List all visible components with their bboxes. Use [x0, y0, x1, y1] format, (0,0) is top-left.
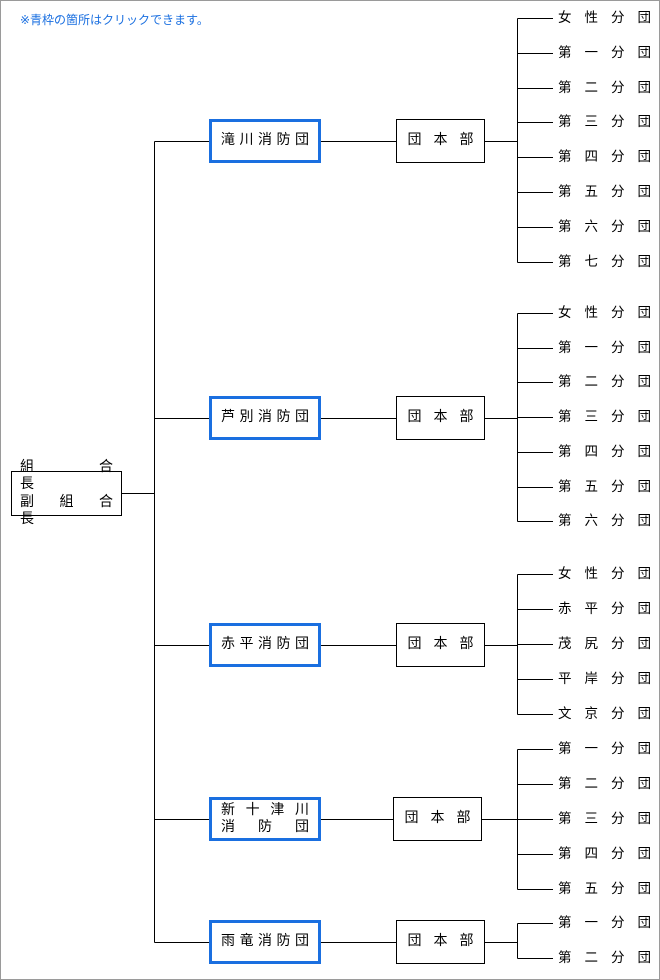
unit-label: 第六分団 — [558, 218, 651, 235]
unit-label: 第一分団 — [558, 44, 651, 61]
corps-name: 雨竜消防団 — [221, 933, 309, 950]
corps-box-0[interactable]: 滝川消防団 — [209, 119, 321, 163]
unit-label: 第一分団 — [558, 915, 651, 931]
unit-label: 第三分団 — [558, 811, 651, 827]
chief-box: 組 合 長 副 組 合 長 — [11, 459, 141, 527]
unit-label: 第五分団 — [558, 478, 651, 495]
corps-box-1[interactable]: 芦別消防団 — [209, 396, 321, 440]
unit-label: 第二分団 — [558, 79, 651, 96]
unit-label: 第三分団 — [558, 409, 651, 426]
unit-label: 第一分団 — [558, 741, 651, 757]
hq-box-0: 団本部 — [396, 119, 485, 163]
hq-label: 団本部 — [407, 409, 474, 426]
corps-box-4[interactable]: 雨竜消防団 — [209, 920, 321, 964]
corps-name: 赤平消防団 — [221, 636, 309, 653]
unit-label: 赤平分団 — [558, 601, 651, 617]
corps-name-line2: 消防団 — [221, 819, 309, 835]
unit-label: 第五分団 — [558, 881, 651, 897]
corps-name: 滝川消防団 — [221, 132, 309, 149]
corps-box-3[interactable]: 新十津川消防団 — [209, 797, 321, 841]
hq-label: 団本部 — [407, 132, 474, 149]
unit-label: 第四分団 — [558, 846, 651, 862]
corps-name: 芦別消防団 — [221, 409, 309, 426]
unit-label: 第二分団 — [558, 950, 651, 966]
hq-label: 団本部 — [404, 810, 471, 827]
unit-label: 第二分団 — [558, 776, 651, 792]
unit-label: 女性分団 — [558, 305, 651, 321]
hq-label: 団本部 — [407, 933, 474, 950]
unit-label: 女性分団 — [558, 566, 651, 582]
unit-label: 第六分団 — [558, 513, 651, 530]
unit-label: 第四分団 — [558, 443, 651, 460]
unit-label: 第七分団 — [558, 253, 651, 270]
corps-box-2[interactable]: 赤平消防団 — [209, 623, 321, 667]
hq-box-4: 団本部 — [396, 920, 485, 964]
unit-label: 茂尻分団 — [558, 636, 651, 652]
unit-label: 女性分団 — [558, 10, 651, 26]
hq-box-1: 団本部 — [396, 396, 485, 440]
unit-label: 平岸分団 — [558, 671, 651, 687]
unit-label: 第二分団 — [558, 374, 651, 391]
hq-box-2: 団本部 — [396, 623, 485, 667]
hq-label: 団本部 — [407, 636, 474, 653]
click-note: ※青枠の箇所はクリックできます。 — [20, 13, 209, 27]
vice-chief-label: 副 組 合 長 — [20, 493, 127, 528]
unit-label: 文京分団 — [558, 706, 651, 722]
chief-label: 組 合 長 — [20, 458, 141, 493]
unit-label: 第五分団 — [558, 184, 651, 200]
hq-box-3: 団本部 — [393, 797, 482, 841]
corps-name-line1: 新十津川 — [221, 801, 309, 818]
unit-label: 第三分団 — [558, 114, 651, 131]
unit-label: 第四分団 — [558, 149, 651, 166]
unit-label: 第一分団 — [558, 339, 651, 356]
